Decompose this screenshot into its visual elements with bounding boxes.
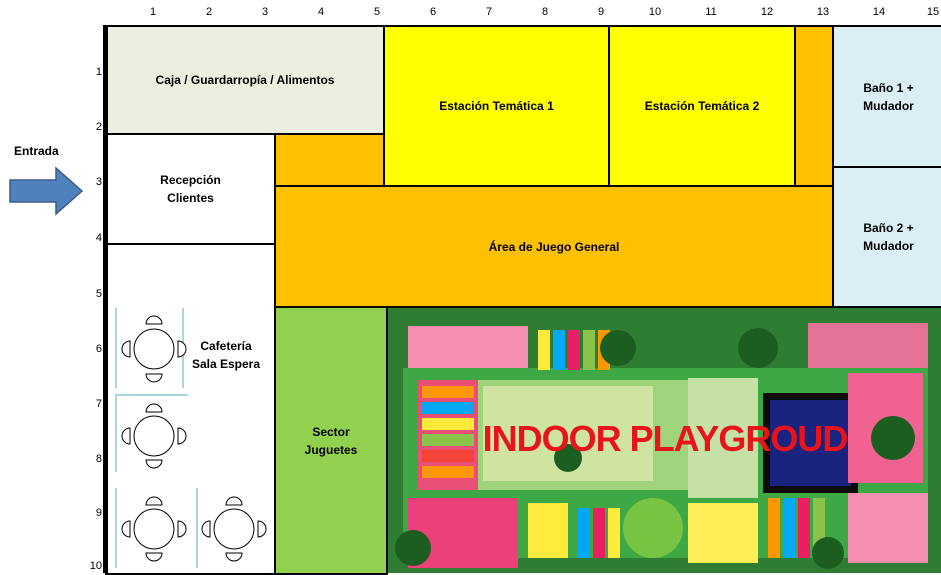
column-tick: 12 xyxy=(760,6,774,18)
room-bano-1: Baño 1 + Mudador xyxy=(832,25,941,168)
column-tick: 14 xyxy=(872,6,886,18)
row-tick: 6 xyxy=(95,343,102,355)
row-tick: 8 xyxy=(95,453,102,465)
row-tick: 4 xyxy=(95,232,102,244)
room-estacion-tematica-1: Estación Temática 1 xyxy=(383,25,610,187)
room-estacion-tematica-2: Estación Temática 2 xyxy=(608,25,796,187)
room-area-juego-general: Área de Juego General xyxy=(274,185,834,308)
column-tick: 10 xyxy=(648,6,662,18)
room-caja-guardarropia: Caja / Guardarropía / Alimentos xyxy=(105,25,385,135)
room-label: Sala Espera xyxy=(191,357,261,371)
column-tick: 8 xyxy=(541,6,549,18)
room-label: Clientes xyxy=(167,191,214,205)
table-icon xyxy=(115,488,187,568)
column-tick: 7 xyxy=(485,6,493,18)
table-icon xyxy=(115,308,187,388)
row-tick: 7 xyxy=(95,398,102,410)
table-icon xyxy=(115,394,188,472)
room-label: Estación Temática 2 xyxy=(644,99,760,113)
column-tick: 3 xyxy=(261,6,269,18)
entrance-label: Entrada xyxy=(14,144,59,158)
column-tick: 11 xyxy=(705,6,717,18)
room-label: Área de Juego General xyxy=(488,239,620,254)
room-label: Mudador xyxy=(863,98,914,113)
room-label: Juguetes xyxy=(304,442,358,457)
area-juego-strip xyxy=(794,25,834,187)
column-tick: 6 xyxy=(429,6,437,18)
row-tick: 9 xyxy=(95,507,102,519)
room-label: Estación Temática 1 xyxy=(439,99,554,113)
table-icon xyxy=(196,488,267,568)
column-tick: 4 xyxy=(317,6,325,18)
cafeteria-label: Cafetería Sala Espera xyxy=(186,337,266,373)
room-label: Mudador xyxy=(863,239,914,253)
room-label: Cafetería xyxy=(200,339,252,353)
left-wall xyxy=(103,25,108,573)
cafeteria-tables xyxy=(115,308,267,568)
room-label: Baño 1 + xyxy=(863,80,914,95)
entrance-arrow-icon xyxy=(9,166,84,216)
column-tick: 5 xyxy=(373,6,381,18)
column-tick: 9 xyxy=(597,6,605,18)
playground-picture xyxy=(386,306,941,573)
room-label: Recepción xyxy=(160,173,221,187)
row-tick: 1 xyxy=(95,66,102,78)
column-tick: 2 xyxy=(205,6,213,18)
column-tick: 1 xyxy=(149,6,157,18)
row-tick: 2 xyxy=(95,121,102,133)
row-tick: 5 xyxy=(95,288,102,300)
room-label: Sector xyxy=(312,424,350,439)
room-sector-juguetes: Sector Juguetes xyxy=(274,306,388,575)
playground-illustration xyxy=(388,308,941,573)
column-tick: 13 xyxy=(816,6,830,18)
area-juego-extension xyxy=(274,133,385,187)
room-bano-2: Baño 2 + Mudador xyxy=(832,166,941,308)
room-label: Baño 2 + xyxy=(863,221,914,235)
row-tick: 3 xyxy=(95,176,102,188)
room-label: Caja / Guardarropía / Alimentos xyxy=(155,73,335,87)
row-tick: 10 xyxy=(89,560,102,572)
playground-title: INDOOR PLAYGROUD xyxy=(482,418,849,459)
room-recepcion-clientes: Recepción Clientes xyxy=(105,133,276,245)
column-tick: 15 xyxy=(926,6,940,18)
